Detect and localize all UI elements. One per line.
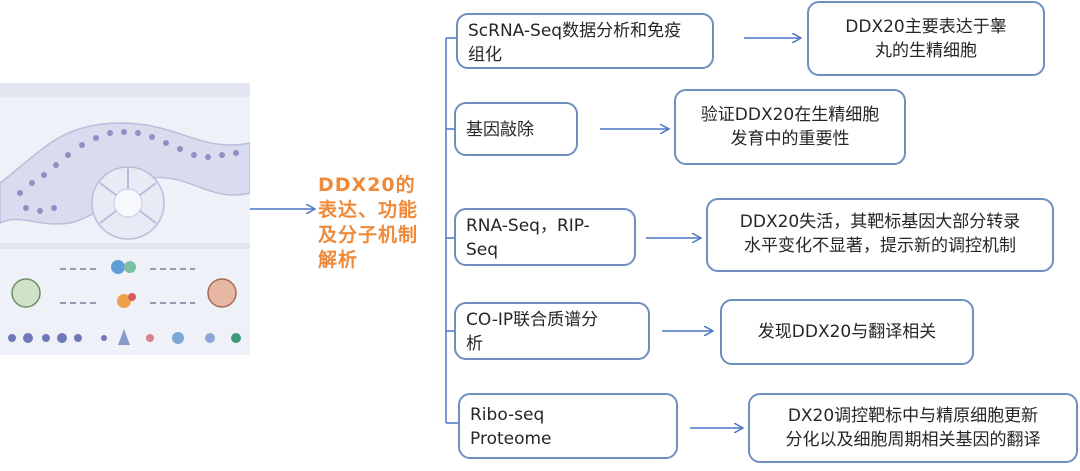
result-box-2: 验证DDX20在生精细胞 发育中的重要性 bbox=[674, 89, 906, 165]
testis-illustration bbox=[0, 83, 250, 355]
result-box-4: 发现DDX20与翻译相关 bbox=[720, 299, 974, 365]
method-box-ribo-seq-proteome: Ribo-seq Proteome bbox=[458, 393, 678, 459]
method-box-scrna-seq: ScRNA-Seq数据分析和免疫 组化 bbox=[456, 13, 714, 69]
center-title: DDX20的 表达、功能 及分子机制 解析 bbox=[318, 173, 436, 273]
method-box-knockout: 基因敲除 bbox=[454, 102, 578, 156]
result-box-3: DDX20失活，其靶标基因大部分转录 水平变化不显著，提示新的调控机制 bbox=[706, 198, 1054, 272]
result-box-1: DDX20主要表达于睾 丸的生精细胞 bbox=[807, 1, 1045, 76]
method-box-rna-seq-rip-seq: RNA-Seq，RIP- Seq bbox=[454, 208, 636, 266]
center-title-line: 解析 bbox=[318, 249, 359, 271]
center-title-line: 表达、功能 bbox=[318, 199, 419, 221]
result-box-5: DX20调控靶标中与精原细胞更新 分化以及细胞周期相关基因的翻译 bbox=[748, 393, 1078, 463]
center-title-line: 及分子机制 bbox=[318, 224, 419, 246]
method-box-co-ip: CO-IP联合质谱分 析 bbox=[454, 302, 650, 360]
center-title-line: DDX20的 bbox=[318, 174, 416, 196]
